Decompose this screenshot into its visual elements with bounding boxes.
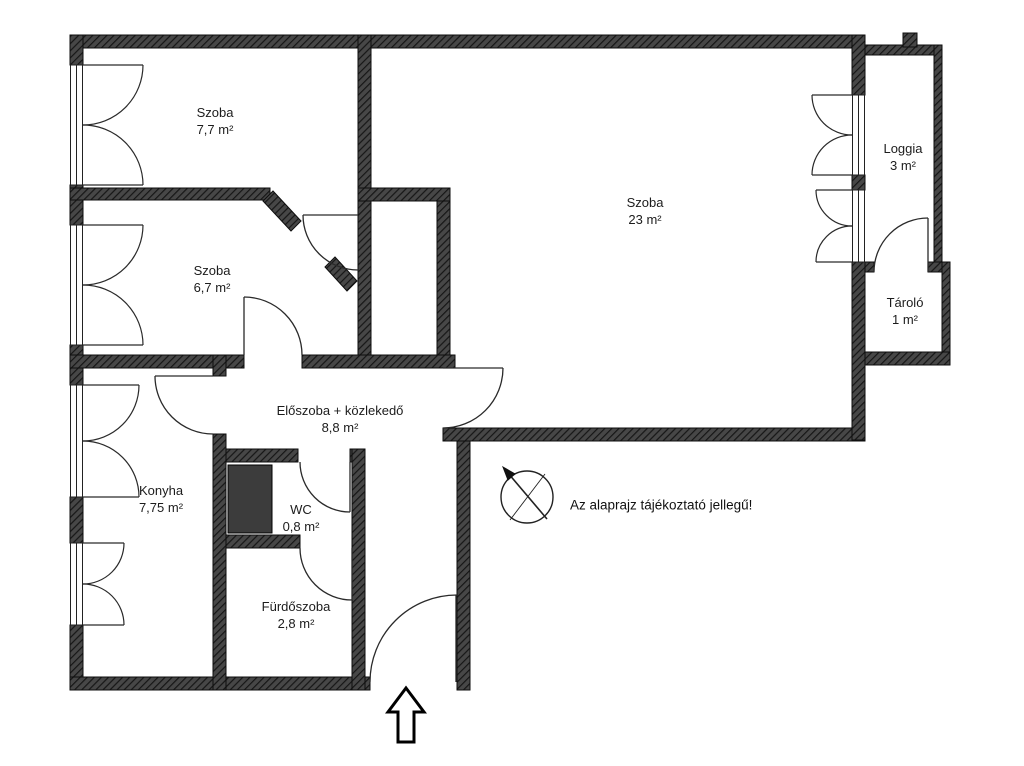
- wall-segment: [902, 32, 918, 48]
- door-swing-arc: [442, 367, 504, 429]
- wall-segment: [851, 34, 866, 96]
- north-arrow-crossline: [509, 473, 546, 521]
- wall-segment: [851, 174, 866, 191]
- window-swing-arc: [82, 124, 144, 186]
- window-swing-arc: [82, 583, 125, 626]
- wall-segment: [864, 261, 875, 273]
- wall-segment: [225, 448, 299, 463]
- window-swing-arc: [82, 384, 140, 442]
- wall-segment: [851, 261, 866, 441]
- north-arrow-needle: [507, 472, 548, 520]
- room-area: 7,75 m²: [138, 500, 184, 515]
- room-label-wc: WC 0,8 m²: [283, 502, 320, 536]
- wall-segment: [212, 354, 227, 377]
- window-swing-arc: [811, 94, 853, 136]
- window-swing-arc: [82, 64, 144, 126]
- door-swing-arc: [243, 296, 303, 356]
- window-swing-arc: [815, 189, 853, 227]
- wall-segment: [69, 187, 271, 201]
- plan-note: Az alaprajz tájékoztató jellegű!: [570, 497, 753, 513]
- room-area: 7,7 m²: [196, 122, 234, 137]
- wall-segment: [69, 34, 84, 66]
- room-area: 1 m²: [891, 312, 918, 327]
- room-area: 6,7 m²: [193, 280, 231, 295]
- wall-segment: [69, 354, 245, 369]
- room-label-loggia: Loggia 3 m²: [883, 141, 922, 175]
- room-label-szoba-67: Szoba 6,7 m²: [194, 263, 231, 297]
- wall-segment: [933, 44, 943, 263]
- room-name: WC: [290, 502, 312, 518]
- room-label-konyha: Konyha 7,75 m²: [139, 483, 183, 517]
- room-label-tarolo: Tároló 1 m²: [887, 295, 924, 329]
- entrance-arrow: [385, 685, 427, 744]
- window-swing-arc: [82, 284, 144, 346]
- door-swing-arc: [302, 214, 359, 271]
- room-area: 2,8 m²: [277, 616, 315, 631]
- door-swing-arc: [873, 217, 929, 273]
- window-frames: [70, 64, 865, 626]
- north-arrow-head: [502, 465, 516, 481]
- wall-segment: [69, 34, 866, 49]
- wall-segment: [69, 496, 84, 544]
- door-swing-arc: [369, 594, 458, 683]
- room-name: Szoba: [196, 105, 234, 121]
- wall-segment: [941, 261, 951, 363]
- room-name: Szoba: [193, 263, 231, 279]
- wall-segment: [436, 195, 451, 369]
- walls: [69, 32, 951, 691]
- wall-segment: [225, 534, 301, 549]
- door-swing-arc: [154, 375, 214, 435]
- room-label-szoba-23: Szoba 23 m²: [627, 195, 664, 229]
- wall-segment: [357, 187, 451, 202]
- room-name: Fürdőszoba: [261, 599, 331, 615]
- window-swing-arc: [82, 542, 125, 585]
- door-swings: [154, 214, 929, 683]
- room-label-szoba-77: Szoba 7,7 m²: [197, 105, 234, 139]
- wall-segment-diagonal: [262, 190, 302, 232]
- room-name: Konyha: [138, 483, 184, 499]
- wall-segment: [212, 433, 227, 691]
- room-name: Előszoba + közlekedő: [276, 403, 404, 419]
- window-swing-arc: [82, 440, 140, 498]
- wall-segment: [927, 261, 943, 273]
- room-area: 23 m²: [628, 212, 662, 227]
- wall-segment: [442, 427, 866, 442]
- door-swing-arc: [299, 547, 353, 601]
- wall-segment-diagonal: [324, 256, 358, 292]
- door-swing-arc: [299, 461, 351, 513]
- room-area: 8,8 m²: [321, 420, 359, 435]
- window-swing-arc: [82, 224, 144, 286]
- north-arrow: [500, 465, 554, 524]
- room-area: 3 m²: [889, 158, 916, 173]
- room-label-eloszoba: Előszoba + közlekedő 8,8 m²: [277, 403, 404, 437]
- room-area: 0,8 m²: [282, 519, 320, 534]
- room-name: Loggia: [883, 141, 923, 157]
- wall-segment: [456, 440, 471, 691]
- shaft-block: [227, 464, 273, 534]
- wall-segment: [301, 354, 456, 369]
- window-swing-arc: [815, 225, 853, 263]
- wall-segment: [351, 448, 366, 691]
- window-swings: [82, 64, 853, 626]
- room-name: Szoba: [626, 195, 664, 211]
- room-name: Tároló: [886, 295, 924, 311]
- room-label-furdoszoba: Fürdőszoba 2,8 m²: [262, 599, 331, 633]
- wall-segment: [864, 351, 951, 366]
- window-swing-arc: [811, 134, 853, 176]
- north-arrow-circle: [500, 470, 554, 524]
